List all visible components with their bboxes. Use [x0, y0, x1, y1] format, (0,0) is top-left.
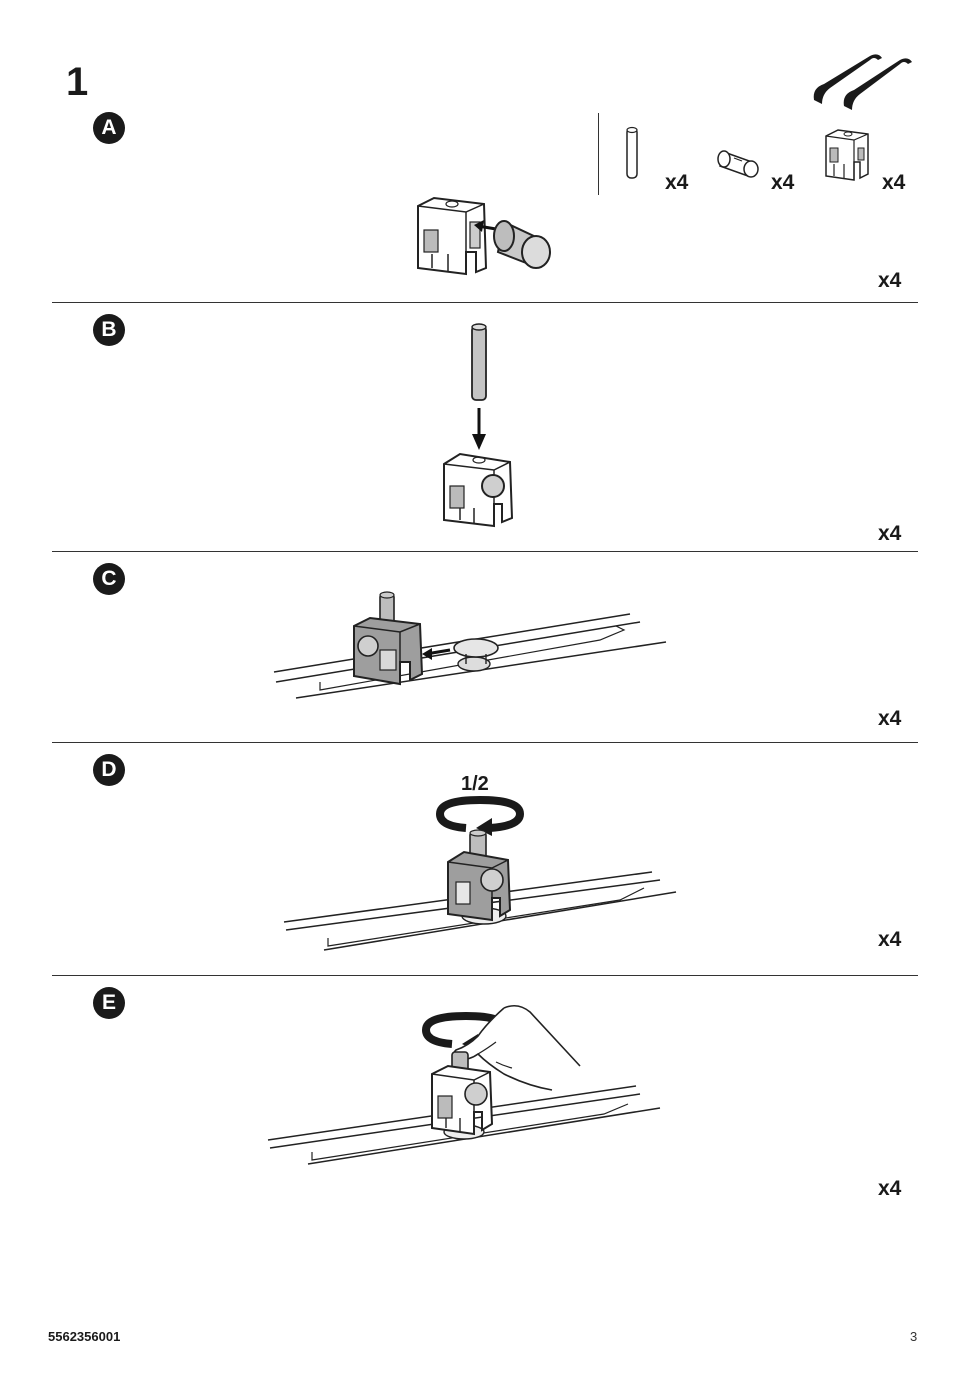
section-divider-c: [52, 742, 918, 743]
part-qty-bracket: x4: [882, 171, 906, 194]
substep-e-qty: x4: [878, 1177, 902, 1200]
step-number: 1: [66, 60, 89, 104]
section-divider-a: [52, 302, 918, 303]
substep-a-qty: x4: [878, 269, 902, 292]
substep-d-illustration: [283, 829, 677, 951]
substep-e-illustration: [267, 1051, 661, 1165]
rotate-arrow-icon: [436, 795, 525, 836]
substep-d-qty: x4: [878, 928, 902, 951]
substep-a-illustration: [417, 196, 551, 276]
part-qty-pin: x4: [665, 171, 689, 194]
cam-nut-icon: [717, 150, 759, 178]
substep-c-badge: C: [93, 563, 125, 595]
substep-c-illustration: [273, 591, 667, 699]
section-divider-d: [52, 975, 918, 976]
substep-b-qty: x4: [878, 522, 902, 545]
bracket-icon: [825, 129, 869, 181]
substep-b-badge: B: [93, 314, 125, 346]
pin-icon: [626, 126, 638, 179]
substep-d-badge: D: [93, 754, 125, 786]
substep-a-badge: A: [93, 112, 125, 144]
document-code: 5562356001: [48, 1329, 121, 1344]
page-number: 3: [910, 1329, 918, 1344]
allen-key-icon: [813, 54, 912, 110]
section-divider-b: [52, 551, 918, 552]
parts-divider: [598, 113, 599, 195]
substep-b-illustration: [443, 323, 514, 528]
part-qty-cam-nut: x4: [771, 171, 795, 194]
substep-e-badge: E: [93, 987, 125, 1019]
substep-c-qty: x4: [878, 707, 902, 730]
rotation-label: 1/2: [461, 773, 489, 795]
